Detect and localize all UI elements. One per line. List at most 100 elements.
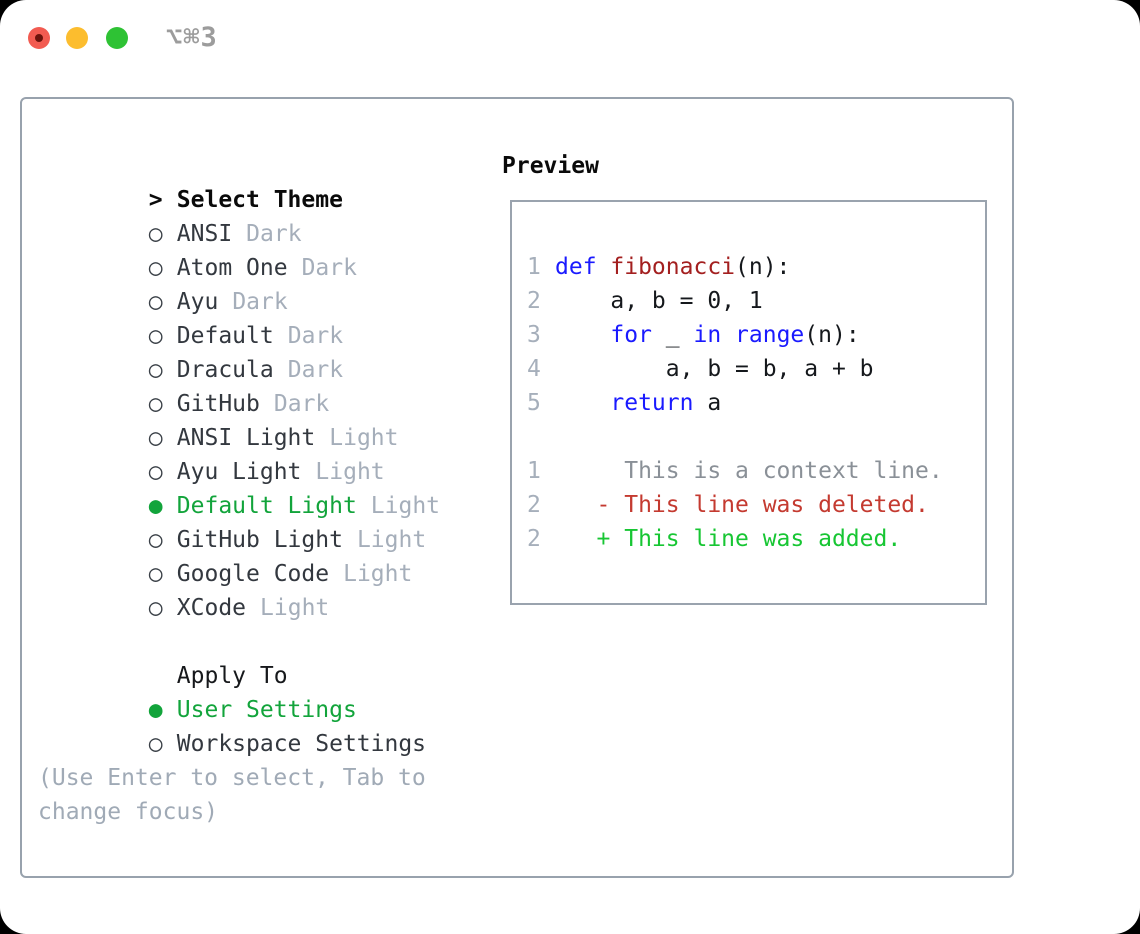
line-number: 4: [527, 356, 541, 382]
theme-variant: Light: [356, 527, 427, 553]
hint-text-line-2: change focus): [38, 799, 219, 825]
radio-off-icon: ○: [148, 425, 163, 451]
radio-off-icon: ○: [148, 459, 163, 485]
theme-variant: Light: [329, 425, 399, 451]
titlebar: ⌥⌘3: [0, 0, 1140, 76]
apply-option-workspace-settings[interactable]: ○ Workspace Settings: [38, 693, 488, 757]
code-line: 3 for _ in range(n):: [527, 318, 985, 352]
hint-text-line-1: (Use Enter to select, Tab to: [38, 765, 426, 791]
theme-option-default-dark[interactable]: ○ Default Dark: [38, 285, 488, 349]
radio-on-icon: ●: [148, 493, 163, 519]
cursor-icon: >: [148, 187, 163, 213]
code-token: in: [693, 322, 722, 348]
line-number: 1: [527, 254, 541, 280]
code-token: _: [651, 322, 694, 348]
preview-pane: 1 def fibonacci(n): 2 a, b = 0, 1 3 for _…: [510, 200, 987, 605]
theme-name: ANSI: [176, 221, 233, 247]
apply-option-label: Workspace Settings: [176, 731, 427, 757]
theme-variant: Dark: [287, 323, 344, 349]
line-number: 2: [527, 492, 541, 518]
code-token: [555, 322, 610, 348]
radio-off-icon: ○: [148, 255, 163, 281]
theme-name: GitHub: [176, 391, 260, 417]
maximize-button[interactable]: [106, 27, 128, 49]
theme-option-ayu-dark[interactable]: ○ Ayu Dark: [38, 251, 488, 315]
apply-to-label: Apply To: [176, 663, 288, 689]
preview-heading: Preview: [502, 153, 599, 179]
select-theme-heading: > Select Theme: [38, 149, 488, 213]
code-token: for: [610, 322, 652, 348]
diff-added-line: 2 + This line was added.: [527, 522, 985, 556]
code-token: fibonacci: [610, 254, 736, 280]
code-token: range: [735, 322, 805, 348]
minimize-button[interactable]: [66, 27, 88, 49]
theme-option-google-code[interactable]: ○ Google Code Light: [38, 523, 488, 587]
radio-off-icon: ○: [148, 391, 163, 417]
close-button[interactable]: [28, 27, 50, 49]
line-number: 2: [527, 526, 541, 552]
radio-off-icon: ○: [148, 221, 163, 247]
radio-off-icon: ○: [148, 289, 163, 315]
diff-context-line: 1 This is a context line.: [527, 454, 985, 488]
radio-off-icon: ○: [148, 561, 163, 587]
apply-to-heading: Apply To: [38, 625, 488, 689]
blank-line: [527, 420, 985, 454]
code-token: a, b = b, a + b: [555, 356, 874, 382]
theme-name: Default Light: [176, 493, 357, 519]
diff-text: - This line was deleted.: [555, 492, 929, 518]
code-token: def: [555, 254, 611, 280]
code-line: 5 return a: [527, 386, 985, 420]
close-dot-icon: [35, 34, 43, 42]
theme-name: Google Code: [176, 561, 330, 587]
line-number: 5: [527, 390, 541, 416]
theme-option-github-light[interactable]: ○ GitHub Light Light: [38, 489, 488, 553]
code-token: [555, 390, 610, 416]
radio-off-icon: ○: [148, 323, 163, 349]
radio-off-icon: ○: [148, 731, 163, 757]
radio-on-icon: ●: [148, 697, 163, 723]
theme-variant: Dark: [273, 391, 330, 417]
code-line: 1 def fibonacci(n):: [527, 250, 985, 284]
apply-option-user-settings-selected[interactable]: ●User Settings: [38, 659, 488, 723]
theme-option-ayu-light[interactable]: ○ Ayu Light Light: [38, 421, 488, 485]
theme-option-default-light-selected[interactable]: ● Default Light Light: [38, 455, 488, 519]
theme-option-ansi-dark[interactable]: ○ ANSI Dark: [38, 183, 488, 247]
code-line: 4 a, b = b, a + b: [527, 352, 985, 386]
radio-off-icon: ○: [148, 595, 163, 621]
theme-variant: Light: [370, 493, 441, 519]
radio-off-icon: ○: [148, 527, 163, 553]
code-token: a, b = 0, 1: [555, 288, 763, 314]
theme-option-atom-one-dark[interactable]: ○ Atom One Dark: [38, 217, 488, 281]
theme-variant: Dark: [232, 289, 288, 315]
code-line: 2 a, b = 0, 1: [527, 284, 985, 318]
diff-text: + This line was added.: [555, 526, 902, 552]
diff-text: This is a context line.: [555, 458, 943, 484]
theme-variant: Light: [343, 561, 413, 587]
window-shortcut-label: ⌥⌘3: [166, 22, 218, 53]
theme-name: Default: [176, 323, 274, 349]
theme-variant: Light: [315, 459, 385, 485]
theme-name: GitHub Light: [176, 527, 343, 553]
theme-name: Ayu Light: [176, 459, 302, 485]
theme-name: Atom One: [176, 255, 288, 281]
theme-variant: Dark: [287, 357, 344, 383]
theme-name: Ayu: [176, 289, 219, 315]
diff-deleted-line: 2 - This line was deleted.: [527, 488, 985, 522]
theme-variant: Dark: [301, 255, 357, 281]
line-number: 2: [527, 288, 541, 314]
code-token: (n):: [735, 254, 791, 280]
code-token: a: [693, 390, 722, 416]
theme-variant: Dark: [246, 221, 302, 247]
heading-label: Select Theme: [176, 187, 343, 213]
code-token: return: [610, 390, 694, 416]
theme-name: Dracula: [176, 357, 274, 383]
theme-variant: Light: [260, 595, 330, 621]
theme-option-github-dark[interactable]: ○ GitHub Dark: [38, 353, 488, 417]
radio-off-icon: ○: [148, 357, 163, 383]
theme-option-dracula-dark[interactable]: ○ Dracula Dark: [38, 319, 488, 383]
